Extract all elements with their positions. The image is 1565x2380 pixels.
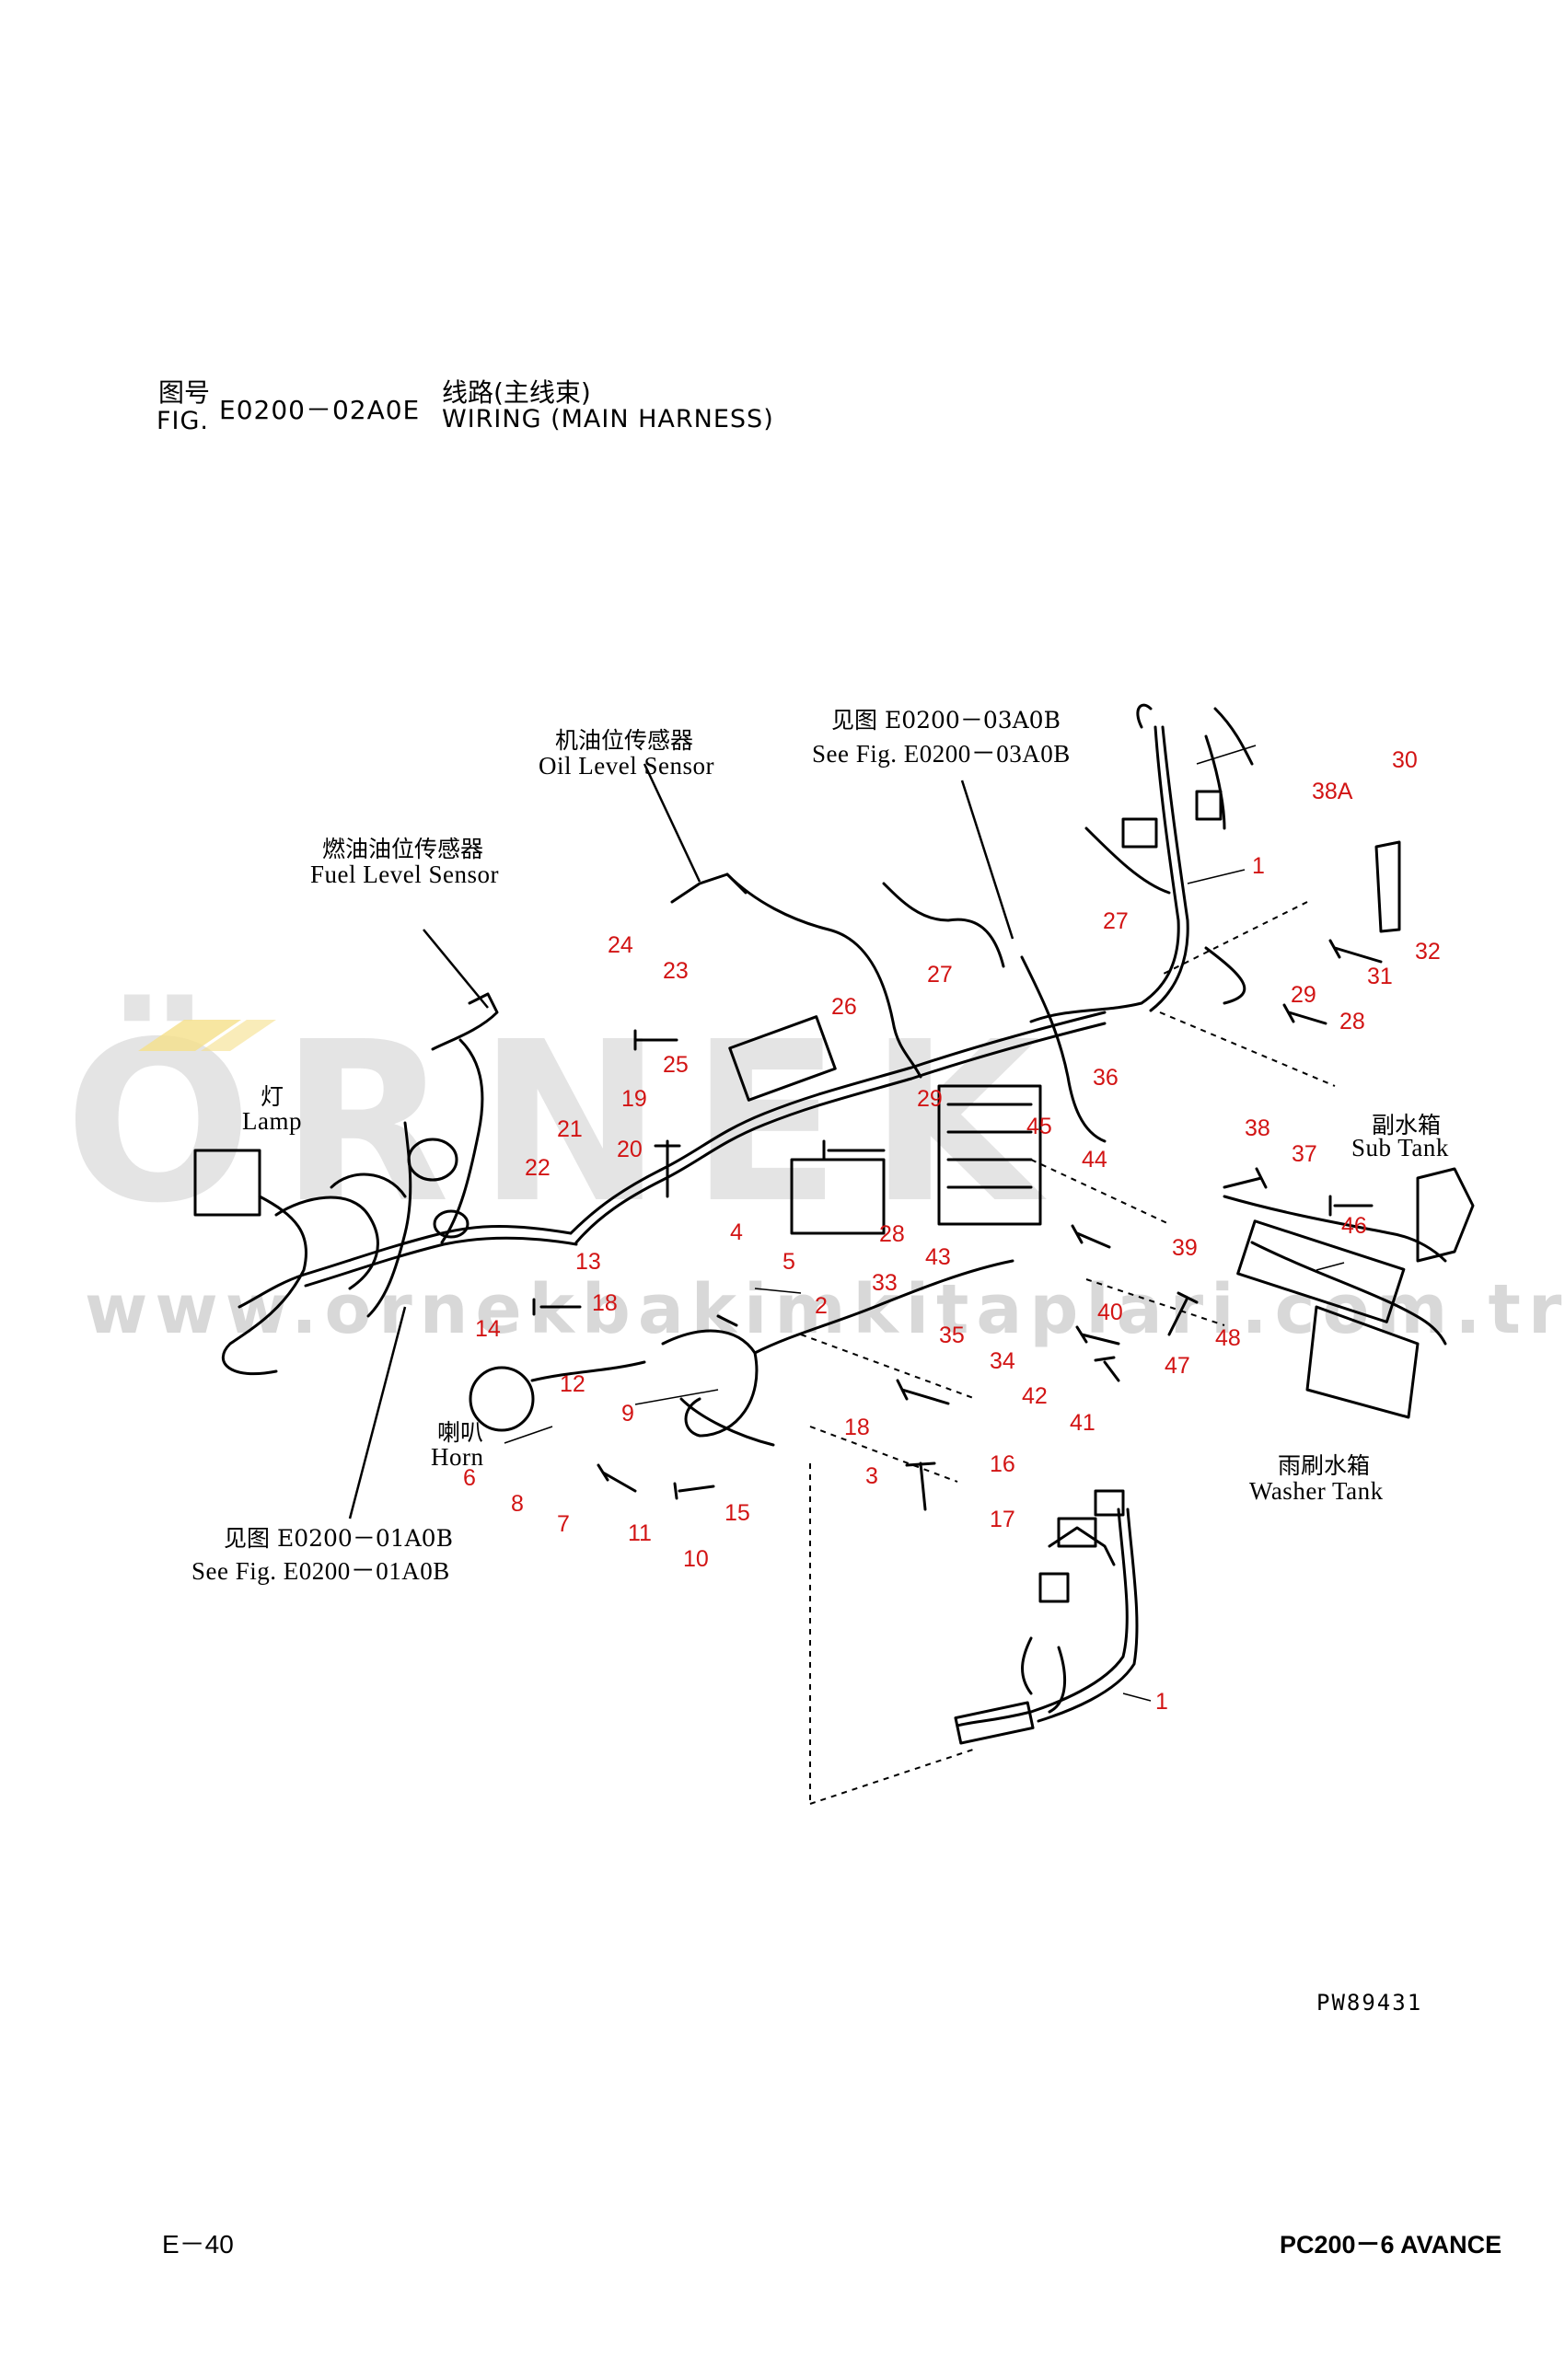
title-en: WIRING (MAIN HARNESS): [442, 405, 774, 433]
part-number: 46: [1341, 1213, 1367, 1239]
part-number: 2: [815, 1293, 828, 1319]
part-number: 27: [1103, 908, 1129, 934]
part-number: 4: [730, 1219, 743, 1245]
part-number: 27: [927, 962, 953, 988]
part-number: 3: [865, 1463, 878, 1489]
part-number: 44: [1082, 1147, 1107, 1173]
part-number: 20: [617, 1137, 643, 1162]
part-number: 34: [990, 1348, 1015, 1374]
part-number: 8: [511, 1491, 524, 1517]
part-number: 25: [663, 1052, 689, 1078]
model-name: PC200－6 AVANCE: [1280, 2231, 1502, 2259]
fuel-level-sensor-label: Fuel Level Sensor: [310, 861, 499, 888]
part-number: 39: [1172, 1235, 1198, 1261]
sub-tank-label: Sub Tank: [1351, 1134, 1449, 1161]
part-number: 12: [560, 1371, 585, 1397]
part-number: 29: [1291, 982, 1316, 1008]
part-number: 28: [879, 1221, 905, 1247]
part-number: 47: [1165, 1353, 1190, 1379]
part-number: 23: [663, 958, 689, 984]
junction-block: [937, 1084, 1042, 1226]
part-number: 9: [621, 1401, 634, 1427]
page-number: E－40: [162, 2230, 234, 2259]
oil-level-sensor-shape: [670, 872, 748, 904]
part-number: 43: [925, 1244, 951, 1270]
part-number: 21: [557, 1116, 583, 1142]
part-number: 31: [1367, 964, 1393, 989]
washer-tank-label-cn: 雨刷水箱: [1278, 1452, 1371, 1479]
part-number: 32: [1415, 939, 1441, 965]
part-number: 41: [1070, 1410, 1096, 1436]
harness-main-upper: [1029, 725, 1180, 1023]
fig-label-cn: 图号: [158, 377, 211, 408]
see-fig-03: See Fig. E0200－03A0B: [812, 740, 1071, 768]
see-fig-01: See Fig. E0200－01A0B: [191, 1557, 450, 1585]
part-number: 37: [1292, 1141, 1317, 1167]
part-number: 42: [1022, 1383, 1048, 1409]
part-number: 48: [1215, 1325, 1241, 1351]
part-number: 38A: [1312, 779, 1353, 804]
part-number: 6: [463, 1465, 476, 1491]
part-number: 38: [1245, 1115, 1270, 1141]
part-number: 36: [1093, 1065, 1119, 1091]
horn-label: Horn: [431, 1443, 484, 1471]
part-number: 40: [1097, 1300, 1123, 1325]
part-number: 5: [782, 1249, 795, 1275]
fig-label: FIG.: [156, 407, 209, 435]
lamp-label-cn: 灯: [261, 1083, 284, 1110]
horn-shape: [469, 1366, 535, 1432]
harness-main-long: [569, 1011, 1107, 1235]
part-number: 24: [608, 932, 633, 958]
part-number: 28: [1339, 1009, 1365, 1034]
part-number: 30: [1392, 747, 1418, 773]
part-number: 14: [475, 1316, 501, 1342]
part-number: 35: [939, 1323, 965, 1348]
part-number: 16: [990, 1451, 1015, 1477]
part-number: 11: [628, 1520, 652, 1546]
fig-number: E0200－02A0E: [219, 395, 421, 425]
part-number: 29: [917, 1086, 943, 1112]
part-number: 22: [525, 1155, 551, 1181]
part-number: 1: [1155, 1689, 1168, 1715]
washer-tank-label: Washer Tank: [1249, 1477, 1384, 1505]
watermark-accent-left: [138, 1020, 241, 1051]
harness-lower-loop: [661, 1329, 759, 1438]
part-number: 7: [557, 1511, 570, 1537]
part-number: 17: [990, 1507, 1015, 1532]
washer-tank-shape: [1305, 1305, 1420, 1419]
part-number: 45: [1026, 1114, 1052, 1139]
part-number: 33: [872, 1270, 898, 1296]
sub-tank-shape: [1416, 1167, 1475, 1263]
bracket-30: [1374, 840, 1401, 933]
watermark-accent-right: [201, 1020, 276, 1051]
lamp-label: Lamp: [242, 1107, 302, 1135]
oil-level-sensor-label: Oil Level Sensor: [539, 752, 714, 780]
part-number: 13: [575, 1249, 601, 1275]
part-number: 10: [683, 1546, 709, 1572]
part-number: 15: [725, 1500, 750, 1526]
part-number: 18: [592, 1290, 618, 1316]
part-number: 19: [621, 1086, 647, 1112]
lamp-shape: [193, 1149, 261, 1217]
sub-tank-label-cn: 副水箱: [1372, 1112, 1442, 1138]
fuel-level-sensor-label-cn: 燃油油位传感器: [322, 836, 484, 862]
horn-label-cn: 喇叭: [437, 1419, 484, 1446]
see-fig-03-cn: 见图 E0200－03A0B: [831, 707, 1061, 734]
drawing-code: PW89431: [1316, 1990, 1423, 2016]
fuel-level-sensor-shape: [431, 992, 499, 1051]
bolts: [532, 939, 1383, 1511]
part-number: 18: [844, 1415, 870, 1440]
part-number: 1: [1252, 853, 1265, 879]
part-number: 26: [831, 994, 857, 1020]
harness-bottom: [956, 1508, 1129, 1727]
oil-level-sensor-label-cn: 机油位传感器: [555, 727, 694, 754]
title-cn: 线路(主线束): [442, 377, 591, 408]
see-fig-01-cn: 见图 E0200－01A0B: [224, 1525, 453, 1552]
